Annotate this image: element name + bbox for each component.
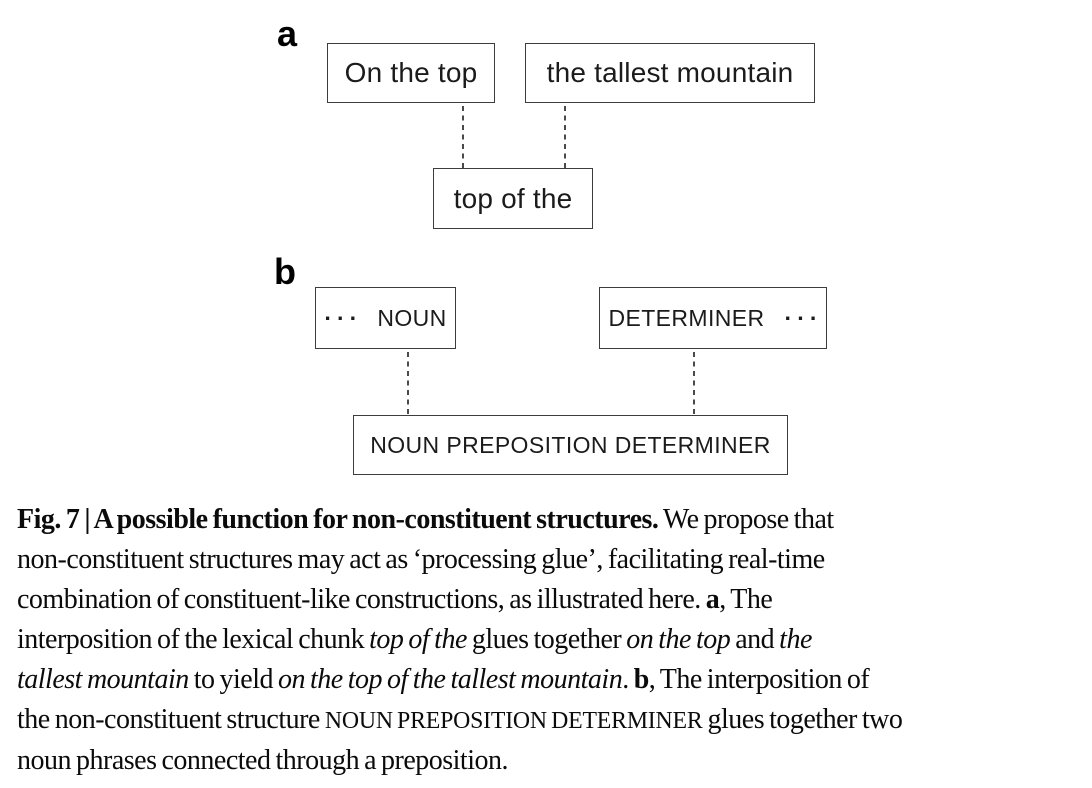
caption-text: We propose that: [658, 504, 834, 535]
panel-a-dashed-connector-right: [564, 106, 566, 168]
panel-a-box-on-the-top: On the top: [327, 43, 495, 103]
caption-text: , The: [719, 584, 773, 615]
caption-italic-phrase: tallest mountain: [17, 664, 189, 695]
caption-italic-phrase: on the top: [626, 624, 731, 655]
ellipsis-icon: ···: [324, 304, 363, 331]
panel-a-box-the-tallest-mountain-label: the tallest mountain: [546, 57, 794, 88]
panel-a-box-top-of-the: top of the: [433, 168, 593, 229]
panel-a-dashed-connector-left: [462, 106, 464, 168]
caption-italic-phrase: on the top of the tallest mountain: [278, 664, 623, 695]
panel-a-box-the-tallest-mountain: the tallest mountain: [525, 43, 815, 103]
caption-smallcaps-phrase: NOUN PREPOSITION DETERMINER: [324, 708, 703, 734]
caption-line: the non-constituent structure NOUN PREPO…: [17, 700, 1085, 741]
panel-b-box-determiner-label: DETERMINER: [608, 304, 765, 331]
caption-line: non-constituent structures may act as ‘p…: [17, 540, 1085, 580]
caption-text: non-constituent structures may act as ‘p…: [17, 544, 825, 575]
ellipsis-icon: ···: [784, 304, 823, 331]
caption-panel-b-ref: b: [633, 664, 650, 695]
caption-title: Fig. 7 | A possible function for non-con…: [17, 504, 659, 535]
caption-line: tallest mountain to yield on the top of …: [17, 660, 1085, 700]
panel-b-box-noun: ··· NOUN: [315, 287, 456, 349]
panel-a-box-on-the-top-label: On the top: [344, 57, 478, 88]
panel-b-box-noun-label: NOUN: [377, 304, 447, 331]
caption-panel-a-ref: a: [705, 584, 720, 615]
caption-text: to yield: [188, 664, 278, 695]
caption-line: noun phrases connected through a preposi…: [17, 741, 1085, 781]
figure-caption: Fig. 7 | A possible function for non-con…: [17, 500, 1085, 781]
caption-line: interposition of the lexical chunk top o…: [17, 620, 1085, 660]
panel-b-box-noun-preposition-determiner-label: NOUN PREPOSITION DETERMINER: [370, 431, 771, 458]
caption-text: combination of constituent-like construc…: [17, 584, 706, 615]
caption-text: , The interposition of: [648, 664, 870, 695]
caption-text: and: [730, 624, 780, 655]
caption-line: Fig. 7 | A possible function for non-con…: [17, 500, 1085, 540]
panel-b-dashed-connector-left: [407, 352, 409, 414]
caption-text: the non-constituent structure: [17, 704, 325, 735]
panel-b-dashed-connector-right: [693, 352, 695, 414]
caption-text: glues together two: [702, 704, 903, 735]
caption-italic-phrase: top of the: [369, 624, 467, 655]
caption-text: glues together: [466, 624, 627, 655]
caption-text: noun phrases connected through a preposi…: [17, 745, 508, 776]
panel-b-box-determiner: DETERMINER ···: [599, 287, 827, 349]
panel-b-box-noun-preposition-determiner: NOUN PREPOSITION DETERMINER: [353, 415, 788, 475]
panel-b-label: b: [274, 251, 296, 292]
caption-text: .: [622, 664, 634, 695]
panel-a-label: a: [277, 13, 298, 54]
caption-text: interposition of the lexical chunk: [17, 624, 370, 655]
panel-a-box-top-of-the-label: top of the: [453, 182, 573, 214]
caption-italic-phrase: the: [779, 624, 812, 655]
caption-line: combination of constituent-like construc…: [17, 580, 1085, 620]
